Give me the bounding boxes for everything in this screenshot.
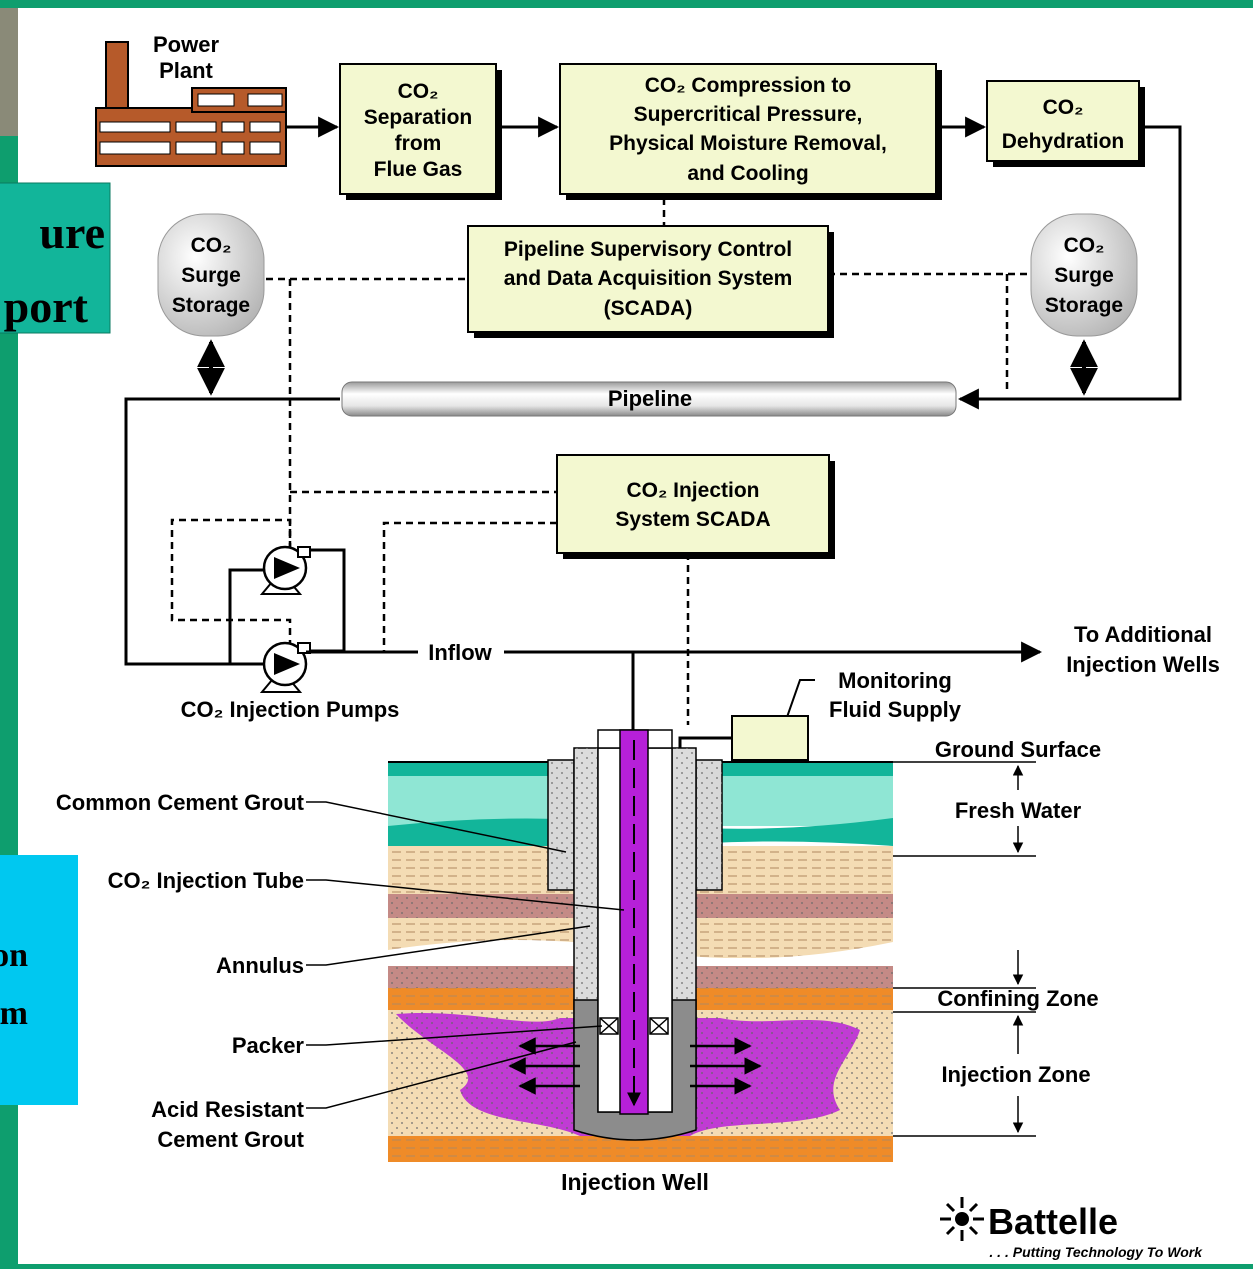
svg-text:CO₂: CO₂ xyxy=(1043,96,1084,119)
svg-text:Flue Gas: Flue Gas xyxy=(374,158,463,181)
svg-text:Pipeline Supervisory Control: Pipeline Supervisory Control xyxy=(504,238,792,261)
confining-zone-label: Confining Zone xyxy=(937,986,1098,1011)
fresh-water-label: Fresh Water xyxy=(955,798,1082,823)
dehydration-box: CO₂ Dehydration xyxy=(986,80,1145,167)
surge-storage-left: CO₂ Surge Storage xyxy=(157,213,265,337)
injection-tube-label: CO₂ Injection Tube xyxy=(108,868,304,893)
left-callout-bottom: on m xyxy=(0,855,78,1105)
acid-resistant-line1: Acid Resistant xyxy=(151,1097,304,1122)
svg-text:CO₂: CO₂ xyxy=(398,80,439,103)
svg-text:CO₂ Injection: CO₂ Injection xyxy=(626,479,759,502)
monitoring-fluid-tank xyxy=(731,715,809,761)
svg-text:CO₂: CO₂ xyxy=(1064,234,1105,257)
svg-text:Surge: Surge xyxy=(1054,264,1114,287)
pumps-label: CO₂ Injection Pumps xyxy=(181,697,400,722)
pump-upper-icon xyxy=(259,545,311,595)
common-cement-label: Common Cement Grout xyxy=(56,790,305,815)
svg-text:Physical Moisture Removal,: Physical Moisture Removal, xyxy=(609,132,887,155)
power-plant-line1: Power xyxy=(153,32,219,57)
svg-text:Separation: Separation xyxy=(364,106,473,129)
injection-well-label: Injection Well xyxy=(561,1169,709,1195)
svg-text:CO₂ Compression to: CO₂ Compression to xyxy=(645,74,852,97)
surge-storage-right: CO₂ Surge Storage xyxy=(1030,213,1138,337)
left-callout-top: ure port xyxy=(0,182,111,334)
annulus-label: Annulus xyxy=(216,953,304,978)
svg-text:and Cooling: and Cooling xyxy=(687,162,808,185)
power-plant-icon: Power Plant xyxy=(0,8,287,167)
svg-text:from: from xyxy=(395,132,442,155)
callout-top-line2: port xyxy=(4,281,89,332)
svg-text:Supercritical Pressure,: Supercritical Pressure, xyxy=(634,103,863,126)
callout-top-line1: ure xyxy=(39,207,105,258)
callout-bottom-line1: on xyxy=(0,937,28,974)
pipeline-scada-box: Pipeline Supervisory Control and Data Ac… xyxy=(467,225,834,338)
monitoring-line2: Fluid Supply xyxy=(829,697,962,722)
svg-text:Dehydration: Dehydration xyxy=(1002,130,1125,153)
injection-zone-label: Injection Zone xyxy=(941,1062,1090,1087)
battelle-wordmark: Battelle xyxy=(988,1201,1118,1242)
pipeline-label: Pipeline xyxy=(608,386,692,411)
svg-text:(SCADA): (SCADA) xyxy=(604,297,693,320)
separation-box: CO₂ Separation from Flue Gas xyxy=(339,63,502,200)
battelle-tagline: . . . Putting Technology To Work xyxy=(989,1244,1203,1260)
ground-surface-label: Ground Surface xyxy=(935,737,1101,762)
to-additional-line2: Injection Wells xyxy=(1066,652,1220,677)
compression-box: CO₂ Compression to Supercritical Pressur… xyxy=(559,63,942,200)
monitoring-line1: Monitoring xyxy=(838,668,952,693)
acid-resistant-line2: Cement Grout xyxy=(157,1127,304,1152)
geology-cross-section xyxy=(388,729,893,1162)
to-additional-line1: To Additional xyxy=(1074,622,1212,647)
svg-text:CO₂: CO₂ xyxy=(191,234,232,257)
svg-text:Storage: Storage xyxy=(172,294,250,317)
injection-scada-box: CO₂ Injection System SCADA xyxy=(556,454,835,559)
svg-text:and Data Acquisition System: and Data Acquisition System xyxy=(504,267,793,290)
battelle-logo: Battelle . . . Putting Technology To Wor… xyxy=(940,1197,1203,1260)
packer-label: Packer xyxy=(232,1033,305,1058)
svg-text:Surge: Surge xyxy=(181,264,241,287)
power-plant-line2: Plant xyxy=(159,58,213,83)
svg-text:Storage: Storage xyxy=(1045,294,1123,317)
pump-lower-icon xyxy=(259,641,311,693)
inflow-label: Inflow xyxy=(428,640,492,665)
pipeline: Pipeline xyxy=(341,381,957,417)
svg-text:System SCADA: System SCADA xyxy=(615,508,770,531)
callout-bottom-line2: m xyxy=(0,995,28,1032)
